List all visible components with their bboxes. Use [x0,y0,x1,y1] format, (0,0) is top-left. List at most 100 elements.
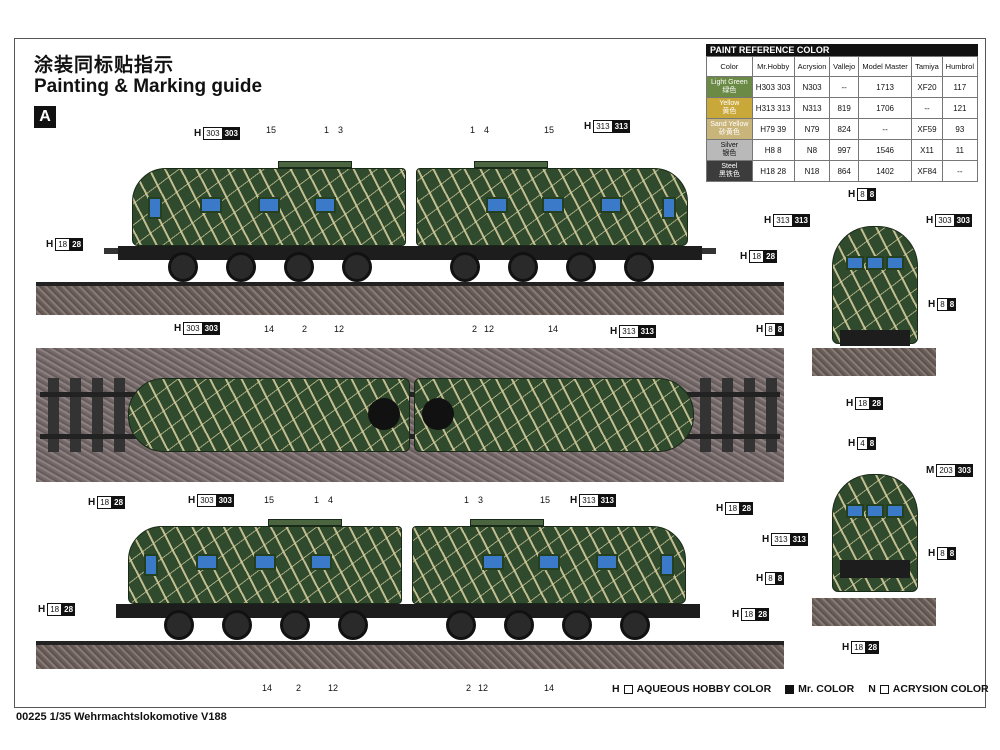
wheel [504,610,534,640]
tamiya-cell: -- [911,97,943,119]
part-number: 14 [262,683,273,693]
legend-label: Mr. COLOR [798,683,855,695]
tag-prefix: H [848,438,856,449]
model-master-cell: 1713 [857,76,913,98]
side-window [486,197,508,213]
tag-code: 18 [749,250,765,263]
part-number: 2 [466,683,472,693]
tag-code-dark: 8 [947,547,957,560]
tag-code: 18 [55,238,71,251]
page-title: Painting & Marking guide [34,76,263,97]
tag-prefix: H [756,324,764,335]
part-number: 14 [548,324,559,334]
part-number: 15 [544,125,555,135]
acrysion-cell: N303 [793,76,831,98]
display-base-bottom [812,598,936,626]
color-name: Silver [720,142,739,149]
sleeper [48,378,59,452]
humbrol-cell: -- [941,160,979,182]
col-header: Acrysion [793,56,831,77]
tag-code: 4 [857,437,868,450]
part-number: 12 [328,683,339,693]
col-header: Model Master [857,56,913,77]
side-window [314,197,336,213]
tag-code-dark: 8 [775,572,785,585]
acrysion-cell: N8 [793,139,831,161]
sleeper [114,378,125,452]
tag-code: 18 [851,641,867,654]
loco-frame [118,246,702,260]
part-number: 1 [324,125,330,135]
tag-code: 18 [855,397,871,410]
part-number: 3 [338,125,344,135]
tag-code: 303 [197,494,217,507]
tag-prefix: H [194,128,202,139]
roof-hatch [278,161,352,168]
product-footer: 00225 1/35 Wehrmachtslokomotive V188 [16,711,227,723]
color-name: Sand Yellow [710,121,749,128]
wheel [222,610,252,640]
tag-code-dark: 303 [955,464,974,477]
sleeper [92,378,103,452]
tag-prefix: H [174,323,182,334]
col-header: Color [706,56,753,77]
side-window [542,197,564,213]
display-base-top [812,348,936,376]
front-window [866,256,884,270]
col-header: Tamiya [911,56,943,77]
loco-front-view [832,226,918,344]
part-number: 14 [544,683,555,693]
rail-bottom [36,641,784,645]
part-number: 2 [296,683,302,693]
tag-code-dark: 8 [867,437,877,450]
color-name: Light Green [711,79,748,86]
tag-code-dark: 303 [954,214,972,227]
tag-code-dark: 28 [62,603,76,616]
side-window [482,554,504,570]
model-master-cell: 1546 [857,139,913,161]
scheme-badge: A [34,106,56,128]
tag-prefix: H [928,299,936,310]
wheel [342,252,372,282]
tag-code: 303 [203,127,223,140]
tag-code: 18 [97,496,113,509]
rail-plan [40,392,780,397]
color-name-cn: 黄色 [722,108,737,115]
vallejo-cell: 824 [829,118,859,140]
tag-code-dark: 8 [867,188,877,201]
part-number: 2 [472,324,478,334]
tag-code: 303 [935,214,955,227]
acrysion-cell: N18 [793,160,831,182]
wheel [562,610,592,640]
tag-prefix: H [38,604,46,615]
mrhobby-cell: H8 8 [751,139,795,161]
tag-prefix: H [928,548,936,559]
tag-prefix: H [46,239,54,250]
cab-window [144,554,158,576]
vallejo-cell: 864 [829,160,859,182]
roof-hatch [268,519,342,526]
tag-prefix: H [848,189,856,200]
color-name-cn: 绿色 [722,87,737,94]
sleeper [70,378,81,452]
part-number: 14 [264,324,275,334]
tag-code-dark: 28 [112,496,126,509]
mrhobby-cell: H18 28 [751,160,795,182]
vallejo-cell: 819 [829,97,859,119]
part-number: 2 [302,324,308,334]
part-number: 12 [484,324,495,334]
legend-n-icon: N [868,683,876,695]
